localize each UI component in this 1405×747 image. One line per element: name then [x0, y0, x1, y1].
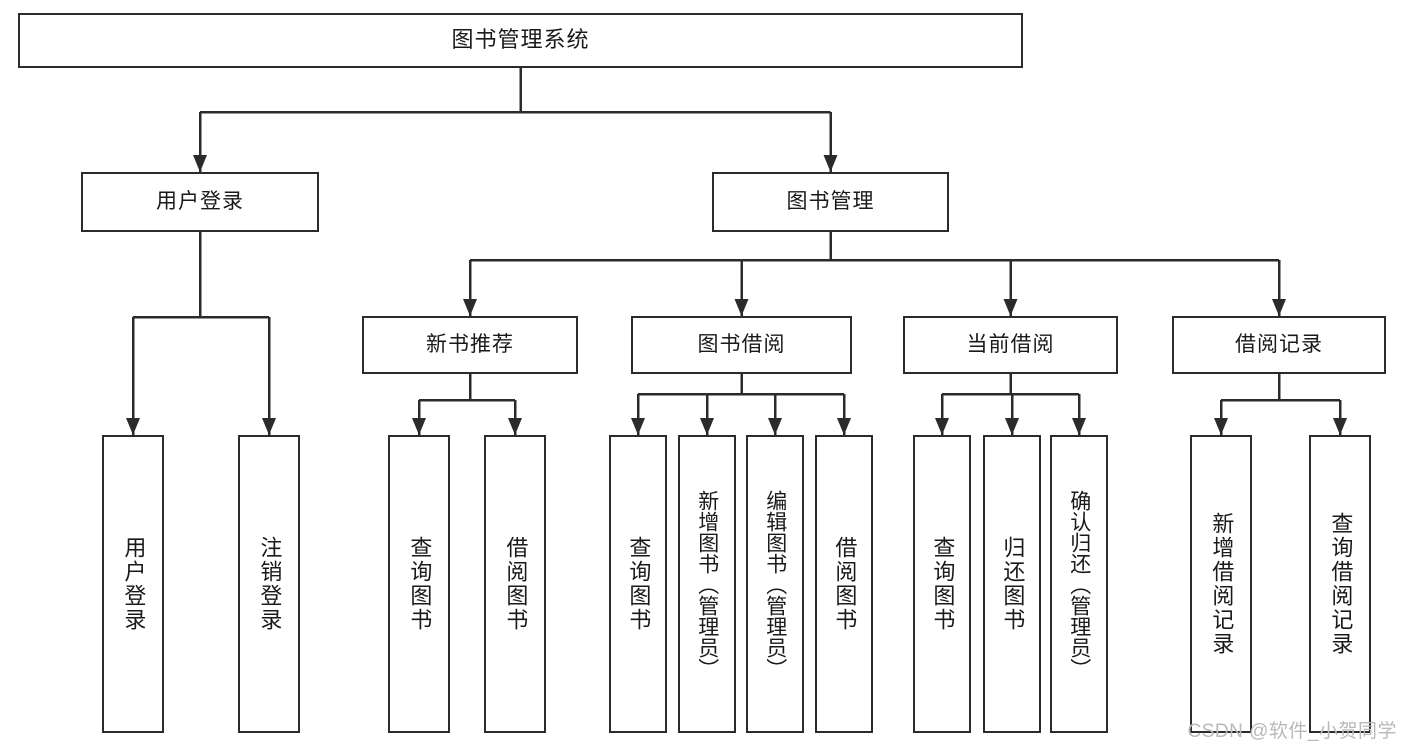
node-root[interactable]: 图书管理系统: [18, 13, 1023, 68]
node-label: 查询图书: [407, 536, 433, 632]
node-label: 图书借阅: [697, 333, 786, 357]
node-label: 当前借阅: [966, 333, 1055, 357]
node-current-borrow[interactable]: 当前借阅: [903, 316, 1118, 374]
node-label: 借阅图书: [503, 536, 529, 632]
node-leaf-query-3[interactable]: 查询图书: [913, 435, 971, 733]
node-label: 借阅记录: [1235, 333, 1323, 357]
node-label: 新增图书（管理员）: [695, 489, 719, 679]
node-leaf-query-1[interactable]: 查询图书: [388, 435, 450, 733]
node-label: 新增借阅记录: [1209, 512, 1235, 656]
node-leaf-add-rec[interactable]: 新增借阅记录: [1190, 435, 1252, 733]
node-leaf-logout[interactable]: 注销登录: [238, 435, 300, 733]
node-book-manage[interactable]: 图书管理: [712, 172, 949, 232]
node-label: 确认归还（管理员）: [1067, 489, 1091, 679]
node-label: 借阅图书: [832, 536, 858, 632]
node-leaf-edit-book[interactable]: 编辑图书（管理员）: [746, 435, 804, 733]
watermark: CSDN @软件_小贺同学: [1187, 721, 1397, 742]
node-label: 用户登录: [156, 190, 244, 214]
node-leaf-borrow-2[interactable]: 借阅图书: [815, 435, 873, 733]
node-leaf-borrow-1[interactable]: 借阅图书: [484, 435, 546, 733]
node-label: 图书管理系统: [451, 27, 590, 53]
node-label: 归还图书: [1000, 536, 1026, 632]
node-leaf-query-2[interactable]: 查询图书: [609, 435, 667, 733]
node-label: 用户登录: [121, 536, 147, 632]
node-leaf-query-rec[interactable]: 查询借阅记录: [1309, 435, 1371, 733]
node-label: 查询图书: [930, 536, 956, 632]
node-leaf-add-book[interactable]: 新增图书（管理员）: [678, 435, 736, 733]
node-label: 新书推荐: [426, 333, 514, 357]
node-label: 编辑图书（管理员）: [763, 489, 787, 679]
node-label: 查询借阅记录: [1328, 512, 1354, 656]
node-leaf-user-login[interactable]: 用户登录: [102, 435, 164, 733]
node-borrow-record[interactable]: 借阅记录: [1172, 316, 1386, 374]
node-label: 查询图书: [626, 536, 652, 632]
node-new-book-rec[interactable]: 新书推荐: [362, 316, 578, 374]
node-book-borrow[interactable]: 图书借阅: [631, 316, 852, 374]
node-label: 注销登录: [257, 536, 283, 632]
node-user-login[interactable]: 用户登录: [81, 172, 319, 232]
node-leaf-return[interactable]: 归还图书: [983, 435, 1041, 733]
node-leaf-confirm[interactable]: 确认归还（管理员）: [1050, 435, 1108, 733]
node-label: 图书管理: [786, 190, 875, 214]
